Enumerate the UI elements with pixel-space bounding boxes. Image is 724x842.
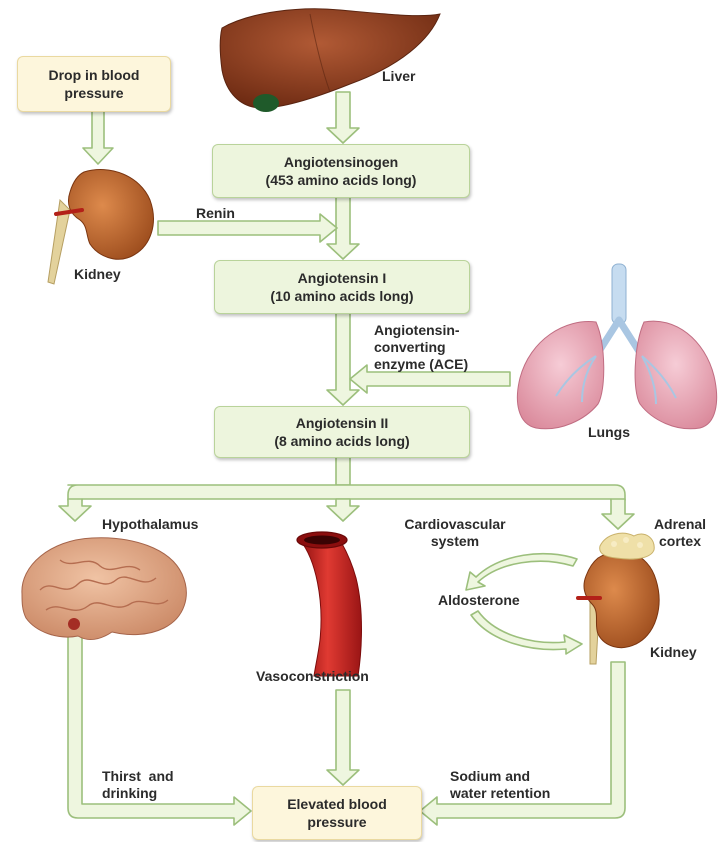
node-angiotensin-2: Angiotensin II (8 amino acids long) (214, 406, 470, 458)
kidney-adrenal-illustration (578, 533, 659, 664)
node-elevated-line1: Elevated blood (287, 795, 387, 813)
arrow-angiotensin2-trunk (336, 456, 350, 485)
arrow-vasoconstriction-to-elevated (327, 690, 359, 785)
label-sodium-and-water-retention: Sodium and water retention (450, 768, 550, 802)
node-angiotensin-1: Angiotensin I (10 amino acids long) (214, 260, 470, 314)
liver-illustration (220, 9, 440, 112)
label-kidney-bottom: Kidney (650, 644, 697, 661)
arrow-to-hypothalamus (59, 499, 91, 521)
label-liver: Liver (382, 68, 415, 85)
label-thirst-line1: Thirst and (102, 768, 174, 785)
node-drop-line2: pressure (64, 84, 123, 102)
label-aldosterone: Aldosterone (438, 592, 520, 609)
label-sodium-line2: water retention (450, 785, 550, 802)
arrow-aldosterone-top (466, 554, 577, 590)
arrow-drop-to-kidney (83, 108, 113, 164)
node-angiotensin1-line1: Angiotensin I (298, 269, 387, 287)
label-cardiovascular-line1: Cardiovascular (378, 516, 532, 533)
blood-vessel-illustration (297, 532, 362, 676)
node-angiotensin2-line2: (8 amino acids long) (274, 432, 409, 450)
lungs-illustration (517, 264, 716, 429)
label-cardiovascular-line2: system (378, 533, 532, 550)
label-hypothalamus: Hypothalamus (102, 516, 198, 533)
label-kidney-top: Kidney (74, 266, 121, 283)
arrow-distribution-bar (68, 485, 625, 500)
label-cardiovascular-system: Cardiovascular system (378, 516, 532, 550)
label-lungs: Lungs (588, 424, 630, 441)
node-drop-in-blood-pressure: Drop in blood pressure (17, 56, 171, 112)
arrow-to-cardiovascular (327, 499, 359, 521)
node-elevated-blood-pressure: Elevated blood pressure (252, 786, 422, 840)
arrow-renin (158, 214, 337, 242)
label-thirst-line2: drinking (102, 785, 174, 802)
arrow-liver-to-angiotensinogen (327, 92, 359, 143)
label-ace: Angiotensin- converting enzyme (ACE) (374, 322, 468, 373)
node-angiotensin1-line2: (10 amino acids long) (270, 287, 413, 305)
label-adrenal-line1: Adrenal (642, 516, 718, 533)
node-angiotensinogen-line1: Angiotensinogen (284, 153, 398, 171)
node-drop-line1: Drop in blood (49, 66, 140, 84)
arrow-angiotensin1-to-angiotensin2 (327, 312, 359, 405)
label-renin: Renin (196, 205, 235, 222)
label-sodium-line1: Sodium and (450, 768, 550, 785)
node-angiotensinogen-line2: (453 amino acids long) (266, 171, 417, 189)
label-vasoconstriction: Vasoconstriction (256, 668, 369, 685)
label-adrenal-cortex: Adrenal cortex (642, 516, 718, 550)
node-angiotensin2-line1: Angiotensin II (296, 414, 389, 432)
node-angiotensinogen: Angiotensinogen (453 amino acids long) (212, 144, 470, 198)
label-ace-line1: Angiotensin- (374, 322, 468, 339)
arrow-to-adrenal (602, 499, 634, 529)
arrow-aldosterone-bottom (471, 611, 582, 654)
label-ace-line2: converting (374, 339, 468, 356)
node-elevated-line2: pressure (307, 813, 366, 831)
brain-illustration (22, 538, 186, 640)
label-ace-line3: enzyme (ACE) (374, 356, 468, 373)
label-thirst-and-drinking: Thirst and drinking (102, 768, 174, 802)
label-adrenal-line2: cortex (642, 533, 718, 550)
